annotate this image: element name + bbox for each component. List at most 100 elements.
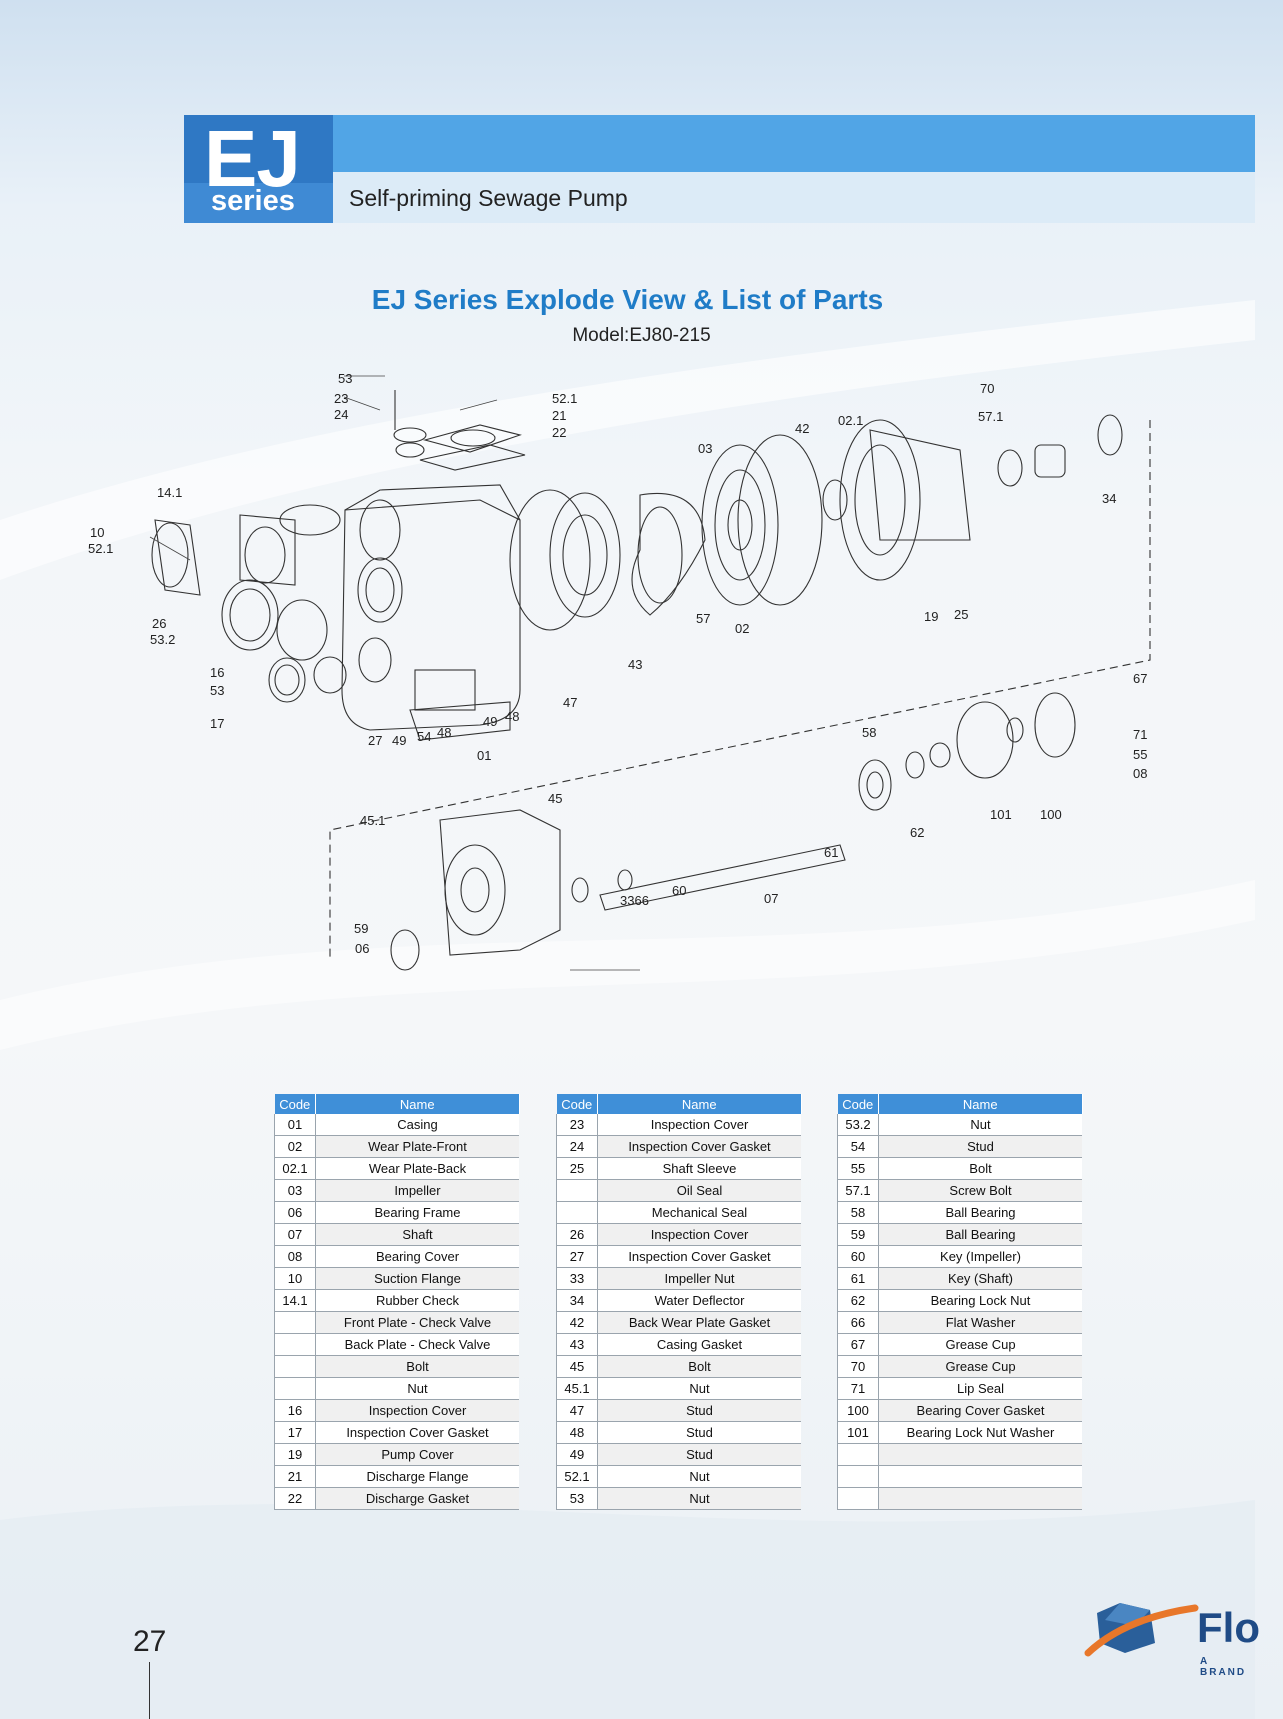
part-code: [274, 1355, 316, 1378]
part-name: Rubber Check: [315, 1289, 519, 1312]
callout-label: 48: [437, 725, 451, 740]
part-name: Inspection Cover: [315, 1399, 519, 1422]
brand-logo-icon: [1084, 1603, 1199, 1657]
part-name: Nut: [597, 1487, 801, 1510]
part-code: 23: [556, 1114, 598, 1136]
part-name: Water Deflector: [597, 1289, 801, 1312]
callout-label: 61: [824, 845, 838, 860]
part-code: [274, 1311, 316, 1334]
callout-label: 16: [210, 665, 224, 680]
part-name: [878, 1487, 1082, 1510]
callout-label: 22: [552, 425, 566, 440]
callout-label: 34: [1102, 491, 1116, 506]
part-name: Casing Gasket: [597, 1333, 801, 1356]
part-name: Bolt: [878, 1157, 1082, 1180]
part-code: 42: [556, 1311, 598, 1334]
part-code: 55: [837, 1157, 879, 1180]
part-name: Impeller Nut: [597, 1267, 801, 1290]
logo-main: EJ: [204, 114, 301, 203]
callout-label: 52.1: [88, 541, 113, 556]
page-number: 27: [133, 1625, 167, 1658]
part-code: 59: [837, 1223, 879, 1246]
part-name: Suction Flange: [315, 1267, 519, 1290]
part-name: Back Plate - Check Valve: [315, 1333, 519, 1356]
col-name: Name: [315, 1094, 520, 1114]
part-name: [878, 1443, 1082, 1466]
part-name: Shaft Sleeve: [597, 1157, 801, 1180]
part-code: 07: [274, 1223, 316, 1246]
table-row: Nut: [274, 1377, 519, 1400]
callout-label: 42: [795, 421, 809, 436]
part-code: 02: [274, 1135, 316, 1158]
part-name: Screw Bolt: [878, 1179, 1082, 1202]
callout-label: 59: [354, 921, 368, 936]
part-name: Bearing Cover Gasket: [878, 1399, 1082, 1422]
table-row: Mechanical Seal: [556, 1201, 801, 1224]
header-subtitle-band: Self-priming Sewage Pump: [333, 172, 1255, 223]
model-label: Model:EJ80-215: [572, 325, 711, 346]
part-name: Stud: [597, 1399, 801, 1422]
part-name: Impeller: [315, 1179, 519, 1202]
part-name: Inspection Cover Gasket: [597, 1245, 801, 1268]
part-code: 45.1: [556, 1377, 598, 1400]
part-name: Pump Cover: [315, 1443, 519, 1466]
part-code: 02.1: [274, 1157, 316, 1180]
header-bar: [333, 115, 1255, 172]
diagram-callouts: 53232452.121227057.102.142033414.11052.1…: [88, 371, 1147, 956]
callout-label: 03: [698, 441, 712, 456]
part-name: Grease Cup: [878, 1333, 1082, 1356]
series-logo: EJ series: [184, 115, 333, 223]
exploded-view-diagram: 53232452.121227057.102.142033414.11052.1…: [88, 371, 1151, 971]
callout-label: 53: [338, 371, 352, 386]
part-name: Bearing Frame: [315, 1201, 519, 1224]
part-code: 27: [556, 1245, 598, 1268]
part-code: 100: [837, 1399, 879, 1422]
part-code: 67: [837, 1333, 879, 1356]
callout-label: 67: [1133, 671, 1147, 686]
callout-label: 71: [1133, 727, 1147, 742]
callout-label: 58: [862, 725, 876, 740]
part-code: 61: [837, 1267, 879, 1290]
part-name: Grease Cup: [878, 1355, 1082, 1378]
part-code: [556, 1179, 598, 1202]
header-subtitle: Self-priming Sewage Pump: [349, 185, 628, 211]
part-code: 70: [837, 1355, 879, 1378]
part-name: Front Plate - Check Valve: [315, 1311, 519, 1334]
part-name: Bolt: [597, 1355, 801, 1378]
part-code: [837, 1443, 879, 1466]
col-code: Code: [837, 1094, 879, 1114]
callout-label: 45.1: [360, 813, 385, 828]
callout-label: 08: [1133, 766, 1147, 781]
part-code: 58: [837, 1201, 879, 1224]
col-code: Code: [556, 1094, 598, 1114]
part-name: Nut: [597, 1465, 801, 1488]
part-code: 52.1: [556, 1465, 598, 1488]
part-code: [274, 1333, 316, 1356]
callout-label: 54: [417, 729, 431, 744]
callout-label: 14.1: [157, 485, 182, 500]
part-name: [878, 1465, 1082, 1488]
callout-label: 60: [672, 883, 686, 898]
part-name: Shaft: [315, 1223, 519, 1246]
part-name: Back Wear Plate Gasket: [597, 1311, 801, 1334]
part-code: 53: [556, 1487, 598, 1510]
